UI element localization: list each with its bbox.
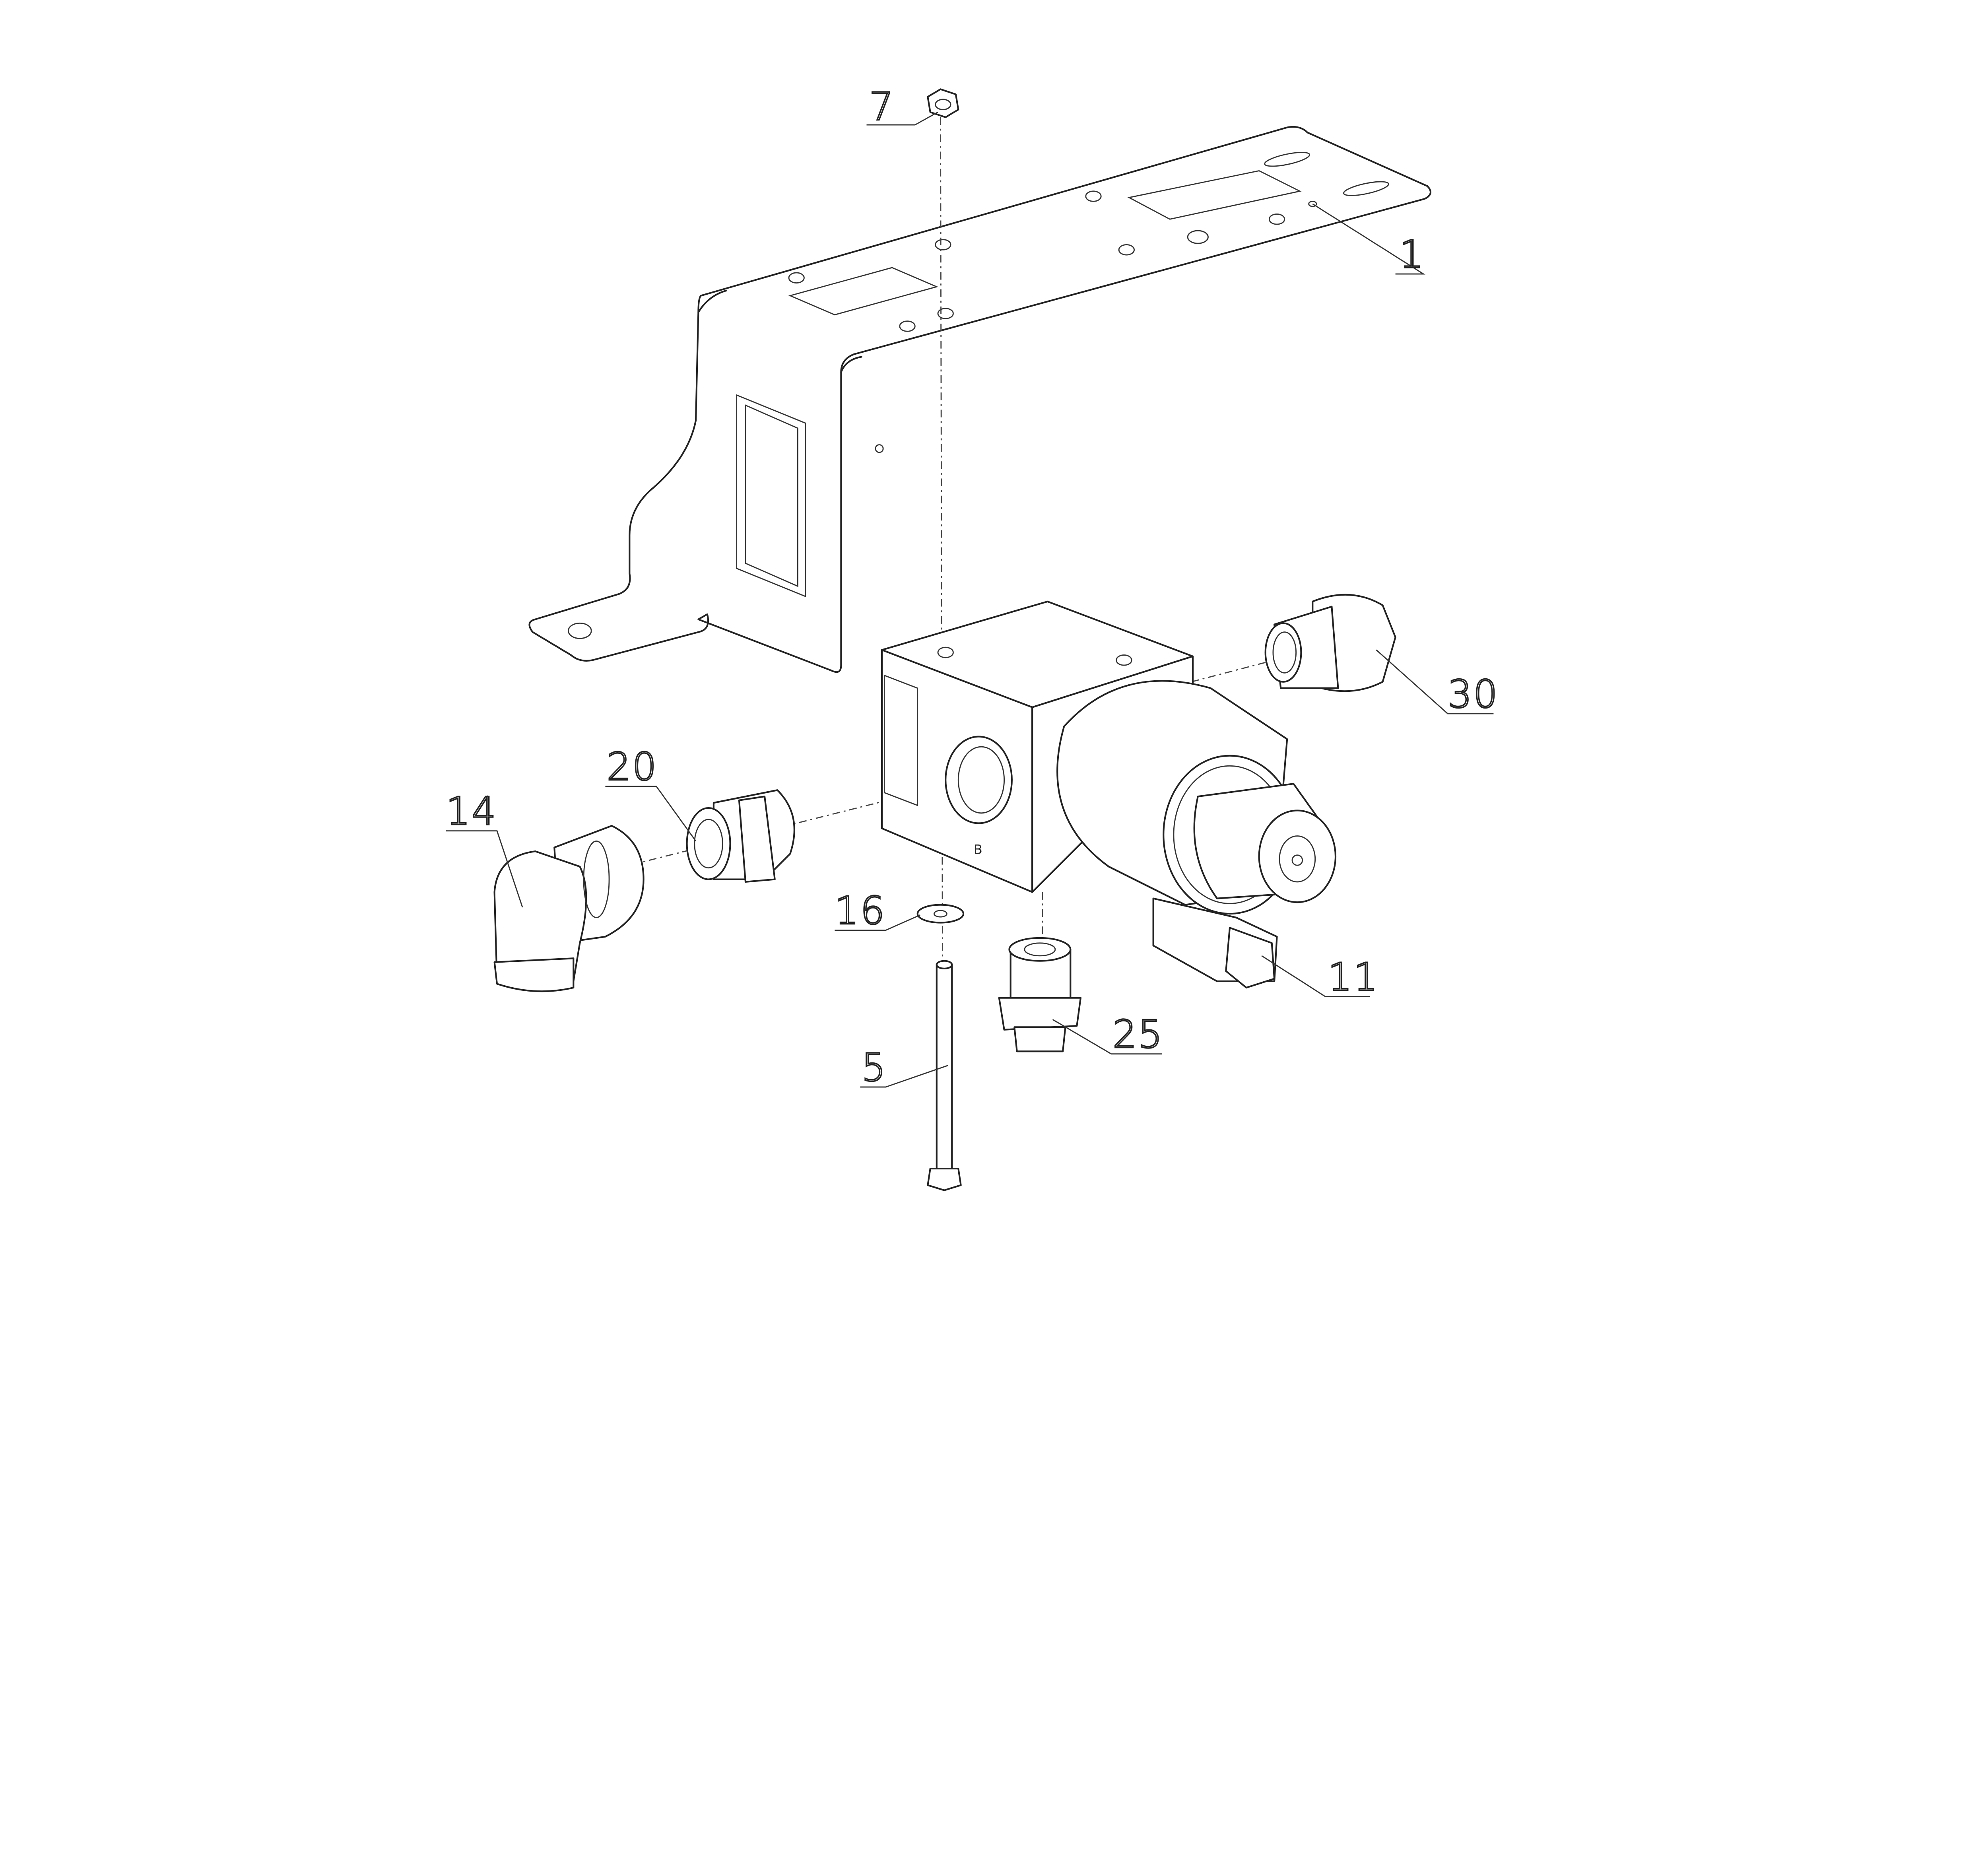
callout-11: 11 (1261, 954, 1379, 1000)
callout-label: 11 (1328, 955, 1379, 999)
callout-16: 16 (834, 888, 920, 934)
callout-label: 7 (869, 84, 895, 129)
fitting-30 (1264, 594, 1396, 692)
callout-label: 25 (1112, 1012, 1164, 1057)
fitting-20 (686, 789, 795, 883)
solenoid-valve (1056, 680, 1337, 989)
block-port-marking: B (974, 842, 982, 857)
exploded-assembly-drawing: B (445, 84, 1499, 1191)
callout-label: 30 (1448, 672, 1499, 716)
callout-label: 1 (1399, 232, 1425, 277)
callout-label: 20 (607, 745, 658, 789)
callout-14: 14 (445, 788, 523, 908)
assembly-axis-right (1191, 659, 1275, 683)
callout-7: 7 (866, 84, 938, 130)
mounting-bracket (528, 126, 1431, 673)
callout-label: 16 (835, 889, 886, 933)
callout-30: 30 (1376, 649, 1499, 717)
washer-16 (916, 904, 965, 924)
callout-5: 5 (860, 1045, 949, 1091)
callout-25: 25 (1052, 1012, 1163, 1057)
callout-1: 1 (1312, 203, 1426, 278)
bolt-5 (927, 960, 962, 1191)
elbow-fitting-14 (493, 825, 645, 992)
diagram-canvas: B (445, 83, 1499, 1191)
fitting-25 (998, 937, 1082, 1052)
callout-20: 20 (605, 744, 697, 842)
callout-label: 5 (862, 1045, 887, 1090)
callout-label: 14 (446, 789, 497, 834)
nut (927, 88, 959, 118)
